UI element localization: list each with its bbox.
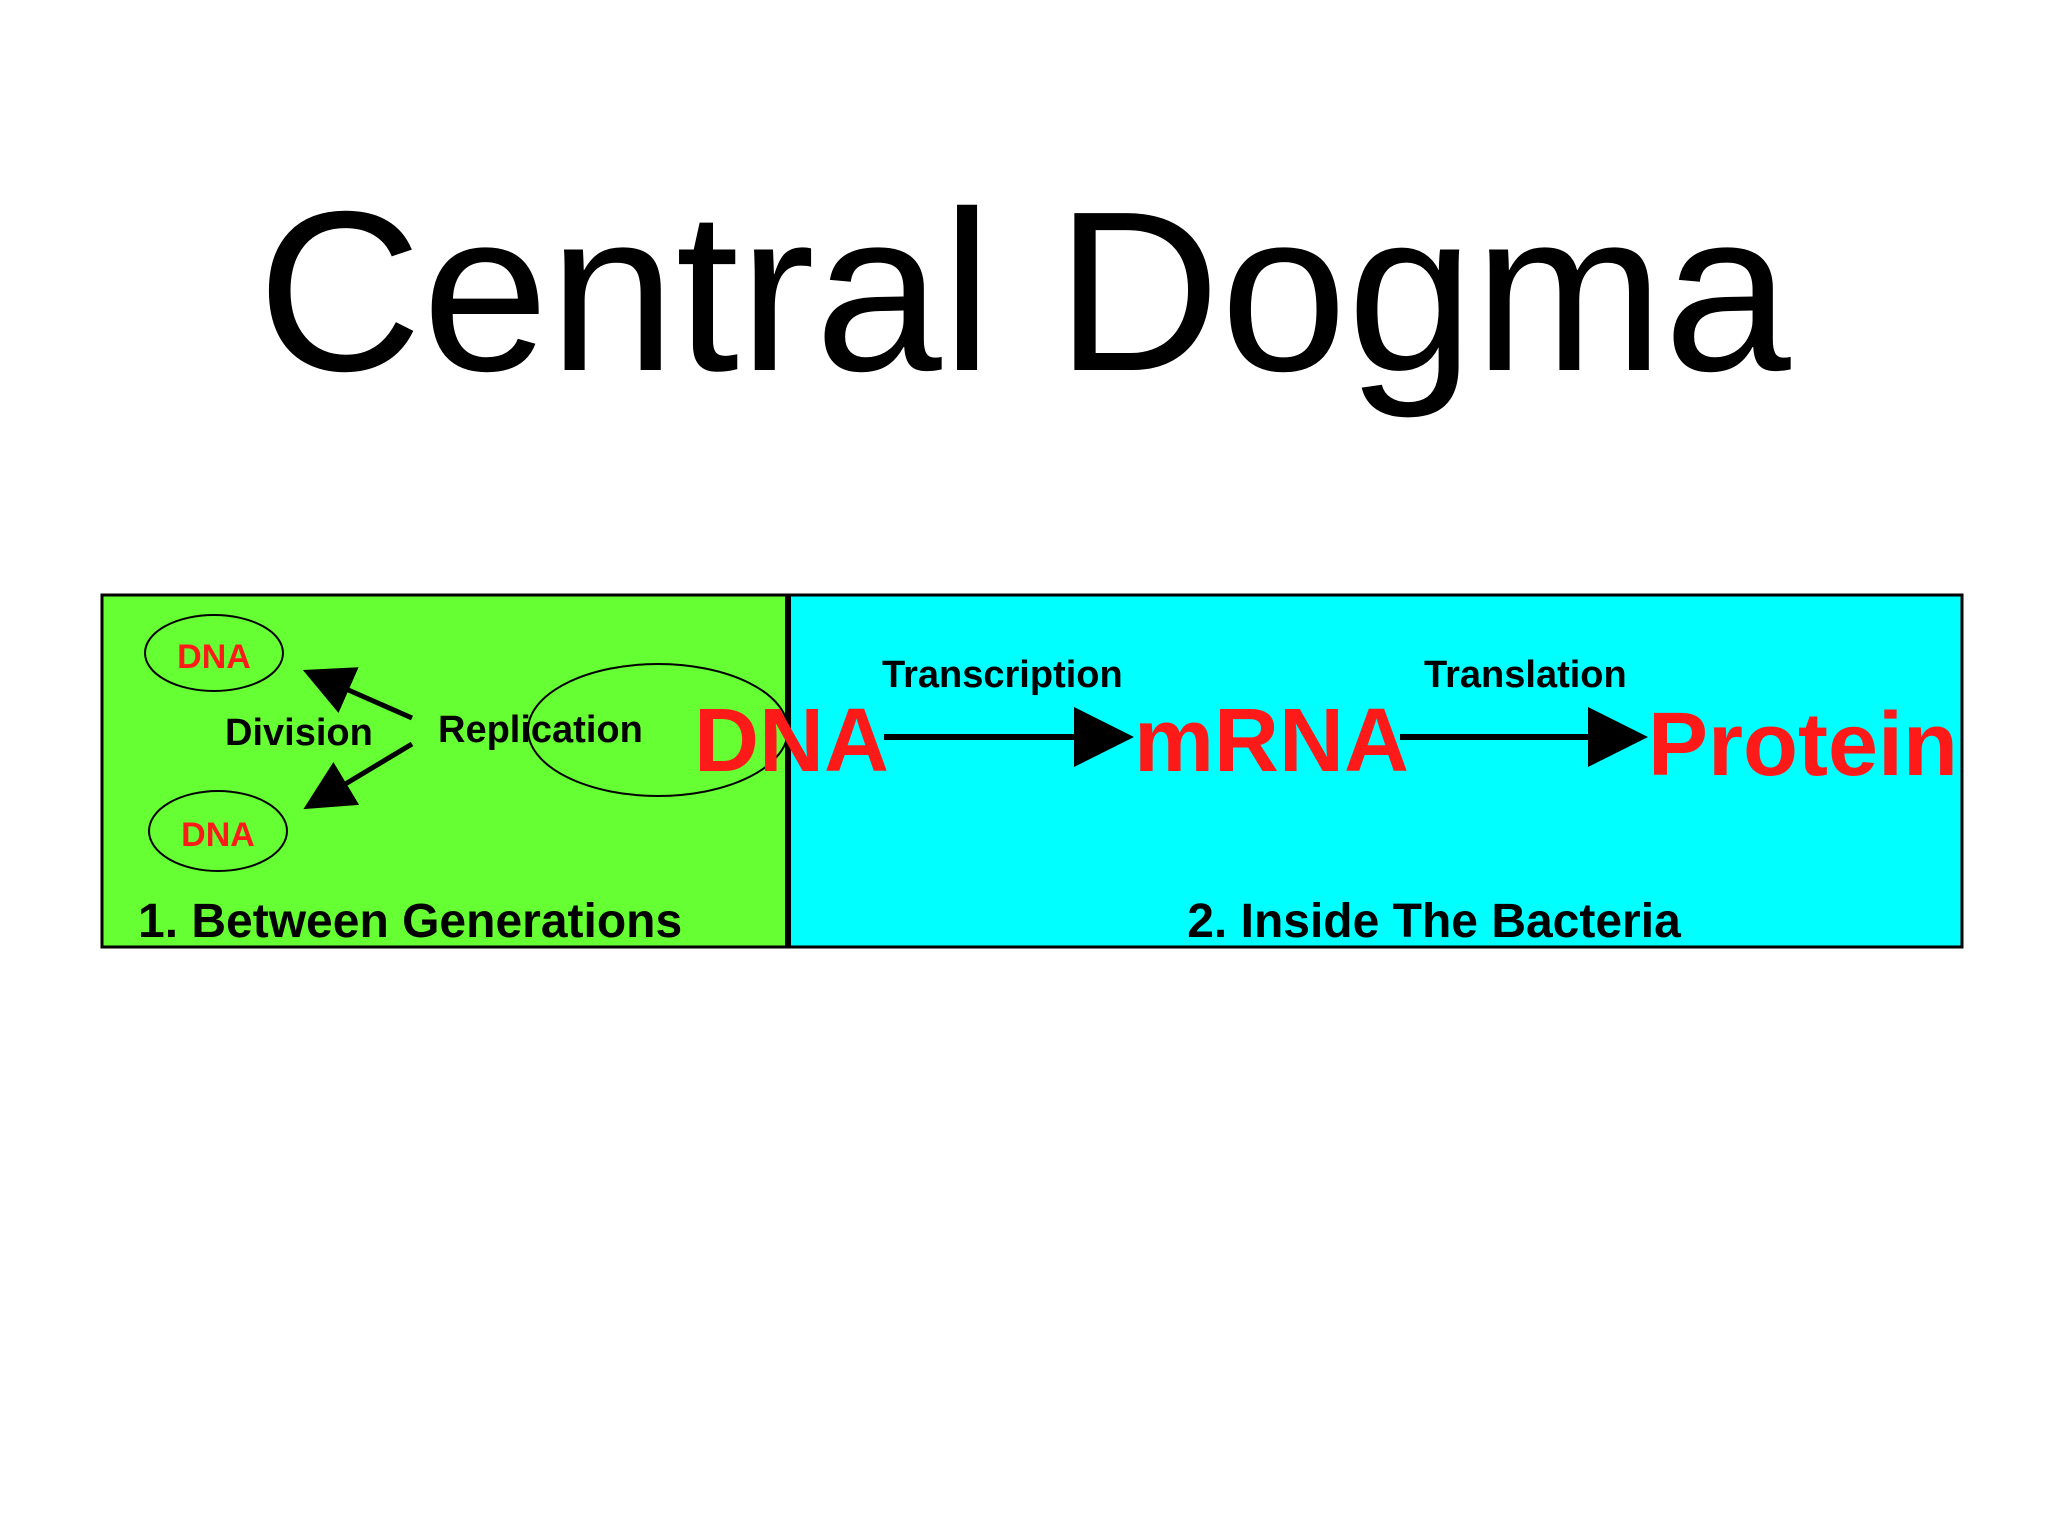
dna-bottom-ellipse bbox=[148, 790, 288, 872]
transcription-label: Transcription bbox=[882, 654, 1123, 696]
replication-label: Replication bbox=[438, 709, 643, 751]
dna-main-label: DNA bbox=[694, 691, 889, 791]
replication-arrow-up bbox=[302, 667, 414, 721]
dna-bottom-label: DNA bbox=[181, 816, 255, 854]
inside-bacteria-panel bbox=[786, 593, 1964, 949]
dna-top-label: DNA bbox=[177, 638, 251, 676]
dna-top-ellipse bbox=[144, 614, 284, 692]
protein-label: Protein bbox=[1648, 695, 1958, 795]
between-generations-caption: 1. Between Generations bbox=[138, 895, 682, 948]
translation-label: Translation bbox=[1424, 654, 1627, 696]
between-generations-panel bbox=[100, 593, 790, 949]
inside-bacteria-caption: 2. Inside The Bacteria bbox=[1187, 895, 1681, 948]
slide-title: Central Dogma bbox=[257, 165, 1791, 419]
division-label: Division bbox=[225, 712, 373, 754]
replication-loop bbox=[527, 663, 789, 797]
mrna-label: mRNA bbox=[1134, 691, 1409, 791]
replication-arrow-down bbox=[303, 741, 414, 810]
